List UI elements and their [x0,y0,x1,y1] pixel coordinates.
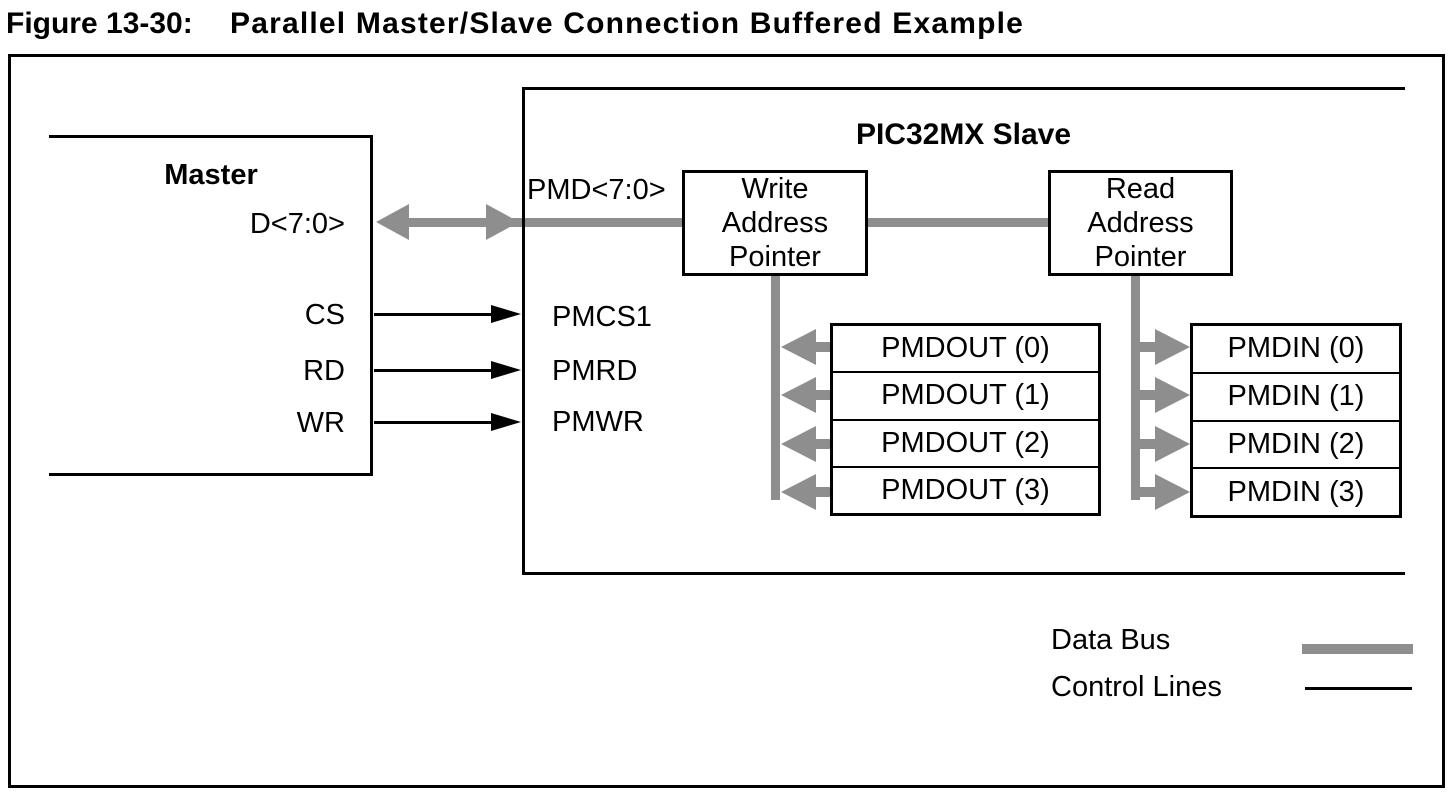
pmdout0-arrowhead-left-icon [781,329,816,365]
pmdout3-arrowhead-left-icon [781,474,816,510]
arrowhead-right-icon [486,204,519,240]
write-address-pointer-label: Write Address Pointer [721,173,829,273]
control-arrowhead-wr-icon [491,413,521,431]
write-address-pointer-box: Write Address Pointer [682,170,868,276]
figure-title: Parallel Master/Slave Connection Buffere… [230,7,1025,40]
pmdout-row-0: PMDOUT (0) [881,332,1050,365]
master-title: Master [164,159,258,191]
diagram-border [8,54,1445,788]
figure-label: Figure 13-30: [6,7,193,40]
read-pointer-bus-vertical [1131,273,1140,500]
pmdin2-arrowhead-right-icon [1155,426,1190,462]
read-address-pointer-box: Read Address Pointer [1048,170,1233,276]
pmdout-row-2: PMDOUT (2) [833,418,1098,466]
pmdin3-arrowhead-right-icon [1155,474,1190,510]
pmdin-row-2: PMDIN (2) [1193,419,1399,468]
slave-pin-pmwr: PMWR [552,406,644,438]
pmdin1-arrow-shaft [1138,390,1160,400]
read-address-pointer-label: Read Address Pointer [1087,173,1194,273]
data-bus-shaft-writeptr-to-readptr [868,218,1048,227]
pmdin3-arrow-shaft [1138,487,1160,497]
arrowhead-left-icon [376,204,409,240]
data-bus-shaft-master-to-writeptr [393,218,683,227]
pmdin0-arrow-shaft [1138,342,1160,352]
slave-title: PIC32MX Slave [855,118,1072,151]
legend-control-lines-swatch [1305,687,1412,690]
master-pin-wr: WR [296,407,345,439]
control-line-wr [374,421,500,424]
slave-pin-pmrd: PMRD [552,355,638,387]
pmdout-row-1: PMDOUT (1) [833,371,1098,418]
pmdin1-arrowhead-right-icon [1155,377,1190,413]
control-line-cs [374,313,500,316]
pmdin2-arrow-shaft [1138,439,1160,449]
legend-data-bus-label: Data Bus [1051,624,1171,656]
pmdout-row-3: PMDOUT (3) [833,465,1098,513]
legend-data-bus-swatch [1302,644,1413,654]
master-box [49,135,373,476]
legend-control-lines-label: Control Lines [1051,671,1222,703]
control-arrowhead-cs-icon [491,305,521,323]
master-pin-rd: RD [303,355,345,387]
pmdin-stack: PMDIN (0) PMDIN (1) PMDIN (2) PMDIN (3) [1190,323,1402,518]
control-line-rd [374,369,500,372]
write-pointer-bus-vertical [771,273,780,500]
slave-pin-pmcs1: PMCS1 [552,301,652,333]
master-pin-cs: CS [304,299,345,331]
pmdout2-arrowhead-left-icon [781,426,816,462]
pmdout1-arrowhead-left-icon [781,377,816,413]
pmdin-row-3: PMDIN (3) [1193,467,1399,515]
master-pin-data-bus: D<7:0> [249,208,345,240]
pmdin-row-0: PMDIN (0) [1227,332,1365,365]
pmdin0-arrowhead-right-icon [1155,329,1190,365]
pmdin-row-1: PMDIN (1) [1193,371,1399,420]
control-arrowhead-rd-icon [491,361,521,379]
pmd-bus-label: PMD<7:0> [527,174,666,206]
pmdout-stack: PMDOUT (0) PMDOUT (1) PMDOUT (2) PMDOUT … [830,323,1101,516]
slave-box [522,87,1405,575]
